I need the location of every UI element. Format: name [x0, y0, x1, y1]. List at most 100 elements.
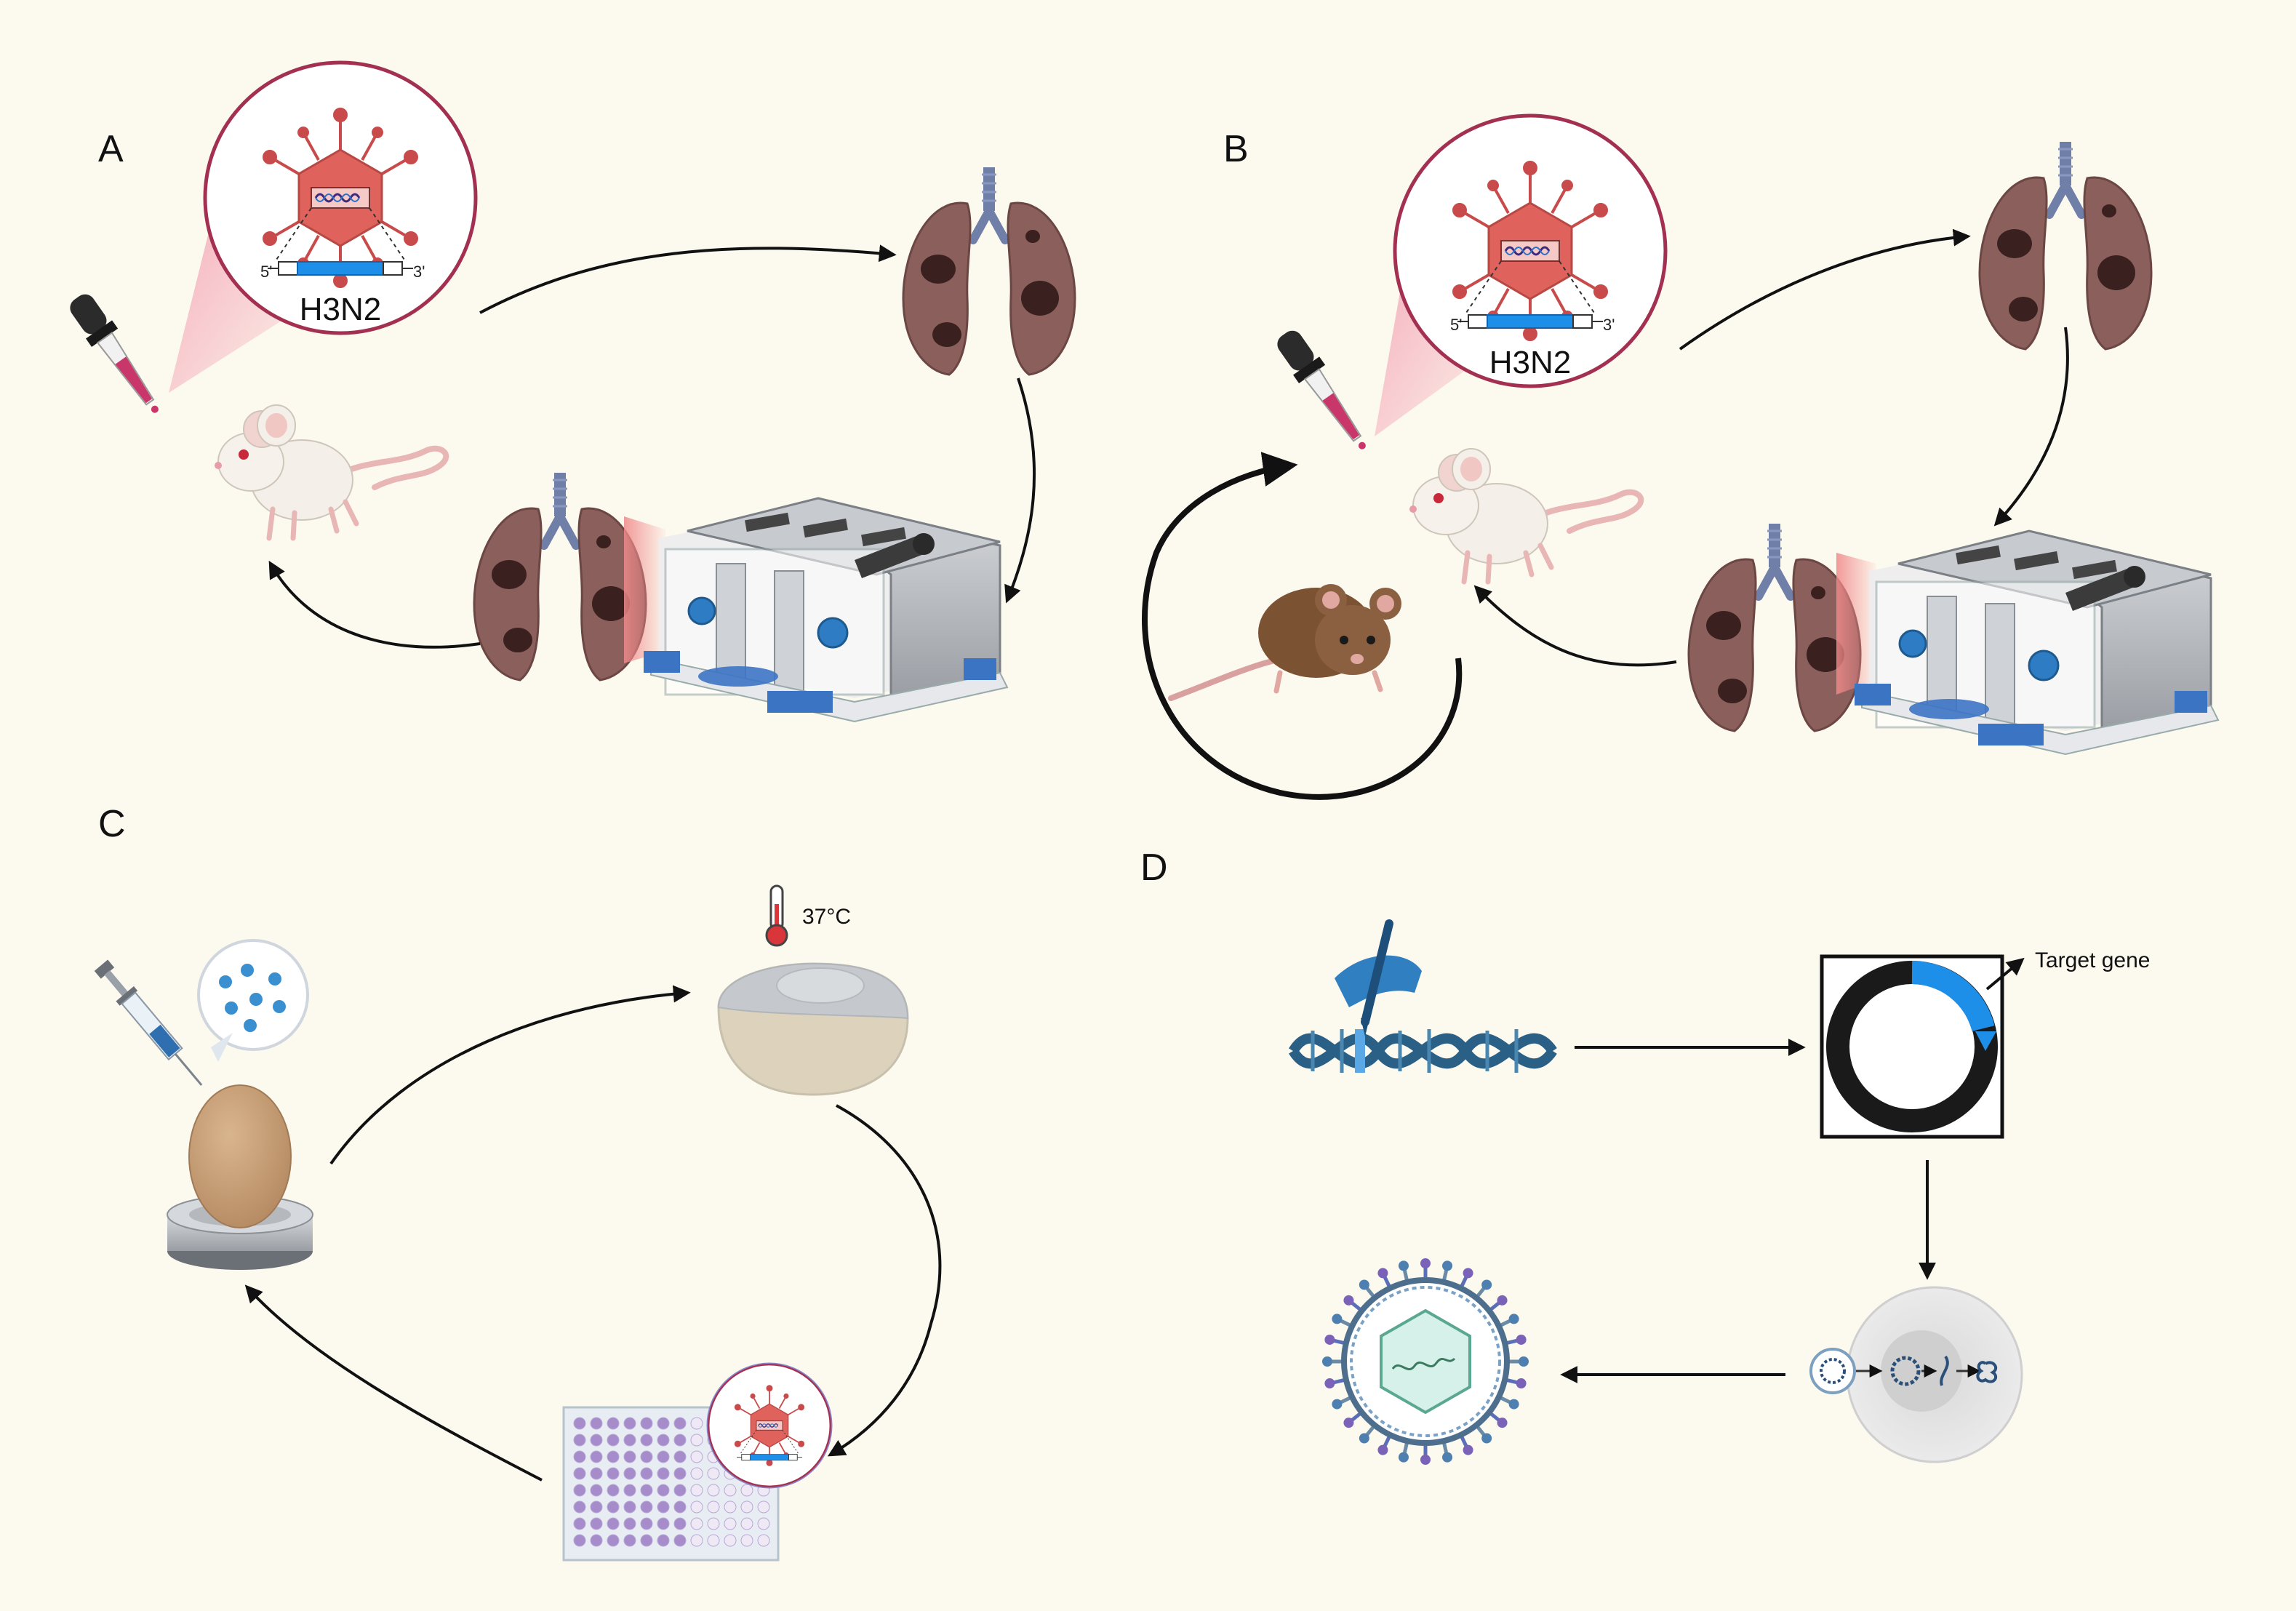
virus-inset-c: [706, 1362, 833, 1489]
panel-c: C: [94, 803, 942, 1562]
virion-spike-cap: [1463, 1444, 1473, 1455]
plate-well: [657, 1517, 670, 1530]
plate-well: [690, 1434, 703, 1447]
dna-editing-icon: [1289, 919, 1557, 1073]
plate-well: [657, 1484, 670, 1497]
plate-well: [623, 1417, 636, 1430]
plate-well: [590, 1467, 603, 1480]
plate-well: [623, 1534, 636, 1547]
virion-spike-cap: [1332, 1314, 1343, 1324]
plate-well: [640, 1450, 653, 1463]
panel-b: B 5' 3' H3N2: [1142, 116, 2220, 800]
dropper-icon: [63, 287, 171, 423]
plate-well: [573, 1417, 586, 1430]
virion-spike-cap: [1324, 1334, 1335, 1345]
plate-well: [623, 1434, 636, 1447]
plate-well: [573, 1534, 586, 1547]
plate-well: [690, 1517, 703, 1530]
target-gene-segment: [1911, 961, 1995, 1032]
prime3-label: 3': [413, 263, 425, 281]
virion-spike-cap: [1463, 1268, 1473, 1279]
allantoic-fluid-icon: [717, 962, 909, 1096]
egg-on-stand: [167, 1084, 313, 1270]
particle-inset: [197, 939, 309, 1051]
virus-inset-b: 5' 3' H3N2: [1395, 116, 1665, 386]
plate-well: [623, 1450, 636, 1463]
plate-well: [623, 1467, 636, 1480]
plate-well: [673, 1417, 687, 1430]
plate-well: [657, 1450, 670, 1463]
panel-a-label: A: [98, 128, 124, 170]
plate-well: [623, 1484, 636, 1497]
plate-well: [590, 1434, 603, 1447]
host-cell-icon: [1809, 1286, 2023, 1463]
temperature-label: 37°C: [802, 905, 851, 929]
plate-well: [673, 1517, 687, 1530]
virion-spike-cap: [1442, 1260, 1453, 1271]
plate-well: [740, 1484, 753, 1497]
lungs-icon-b-top: [1980, 142, 2151, 349]
virion-spike-cap: [1508, 1399, 1519, 1410]
thermometer-icon: [765, 884, 788, 947]
prime3-label-b: 3': [1603, 316, 1615, 334]
dropper-zoom-beam: [169, 200, 305, 393]
plate-well: [573, 1500, 586, 1514]
plate-well: [607, 1517, 620, 1530]
plate-well: [640, 1500, 653, 1514]
plate-well: [724, 1517, 737, 1530]
virion-spike-cap: [1343, 1295, 1354, 1306]
virion-spike-cap: [1420, 1258, 1431, 1268]
plate-well: [573, 1484, 586, 1497]
lungs-icon-b-bottom: [1689, 524, 1860, 731]
virion-spike-cap: [1481, 1279, 1492, 1290]
panel-d: D Target gene: [1140, 847, 2150, 1465]
virion-spike-cap: [1516, 1334, 1527, 1345]
plate-well: [607, 1484, 620, 1497]
plate-well: [590, 1450, 603, 1463]
plate-well: [657, 1417, 670, 1430]
virion-spike-cap: [1332, 1399, 1343, 1410]
plate-well: [724, 1534, 737, 1547]
panel-a: A 5' 3' H3N2: [63, 63, 1075, 723]
panel-c-label: C: [98, 803, 126, 845]
plate-well: [707, 1534, 720, 1547]
target-gene-label: Target gene: [2035, 948, 2150, 972]
plate-well: [707, 1467, 720, 1480]
virion-spike-cap: [1508, 1314, 1519, 1324]
virion-spike-cap: [1516, 1378, 1527, 1389]
virion-spike-cap: [1519, 1356, 1529, 1367]
plate-well: [690, 1484, 703, 1497]
arrow-b-right: [1993, 327, 2069, 527]
prime5-label: 5': [260, 263, 272, 281]
plate-well: [640, 1434, 653, 1447]
plate-well: [757, 1500, 770, 1514]
virus-inset-a: 5' 3' H3N2: [205, 63, 476, 333]
virion-spike-cap: [1497, 1418, 1508, 1428]
plate-well: [640, 1534, 653, 1547]
plate-well: [640, 1484, 653, 1497]
exposure-beam-b: [1836, 553, 1876, 695]
plate-well: [590, 1484, 603, 1497]
virion-spike-cap: [1420, 1455, 1431, 1465]
plate-well: [740, 1500, 753, 1514]
plate-well: [690, 1467, 703, 1480]
plate-well: [690, 1450, 703, 1463]
plate-well: [640, 1417, 653, 1430]
plate-well: [573, 1434, 586, 1447]
plate-well: [607, 1500, 620, 1514]
plate-well: [690, 1417, 703, 1430]
exposure-chamber-a: [642, 497, 1009, 723]
exposure-beam-a: [624, 516, 665, 663]
plate-well: [573, 1517, 586, 1530]
arrow-a-left: [268, 560, 481, 649]
plate-well: [573, 1450, 586, 1463]
prime5-label-b: 5': [1450, 316, 1462, 334]
virion-spike-cap: [1497, 1295, 1508, 1306]
plate-well: [707, 1484, 720, 1497]
target-gene-pointer: [1985, 957, 2025, 991]
influenza-virion-icon: [1322, 1258, 1529, 1465]
syringe-zoom-beam: [211, 1033, 233, 1062]
virion-spike-cap: [1359, 1279, 1369, 1290]
virion-spike-cap: [1481, 1433, 1492, 1444]
